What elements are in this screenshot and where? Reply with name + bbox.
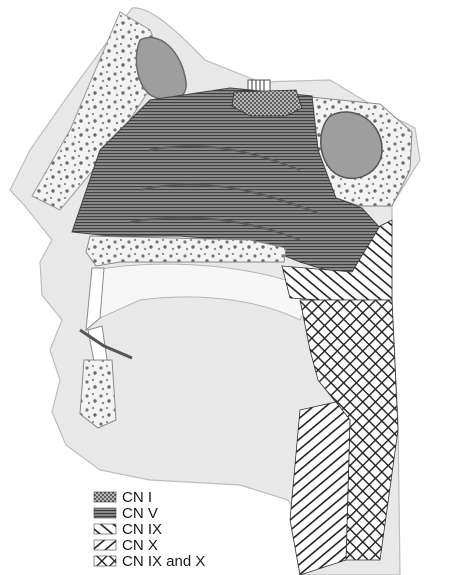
cn-v-label: CN V <box>122 505 158 522</box>
cn-ix-label: CN IX <box>122 521 162 538</box>
legend-item-cn-ix: CN IX <box>94 521 162 538</box>
cn-ix-and-x-swatch <box>94 556 116 566</box>
mandible <box>80 360 116 428</box>
legend-item-cn-ix-and-x: CN IX and X <box>94 553 205 570</box>
legend: CN I CN V CN IX CN X CN IX and X <box>94 489 205 570</box>
legend-item-cn-i: CN I <box>94 489 152 506</box>
cn-ix-swatch <box>94 524 116 534</box>
legend-item-cn-x: CN X <box>94 537 158 554</box>
legend-item-cn-v: CN V <box>94 505 158 522</box>
cn-ix-and-x-label: CN IX and X <box>122 553 205 570</box>
cn-x-label: CN X <box>122 537 158 554</box>
cn-i-label: CN I <box>122 489 152 506</box>
cn-x-swatch <box>94 540 116 550</box>
cn-i-swatch <box>94 492 116 502</box>
larynx-cn-x-region <box>290 402 350 575</box>
olfactory-region-cn-i <box>232 90 302 116</box>
cn-v-swatch <box>94 508 116 518</box>
